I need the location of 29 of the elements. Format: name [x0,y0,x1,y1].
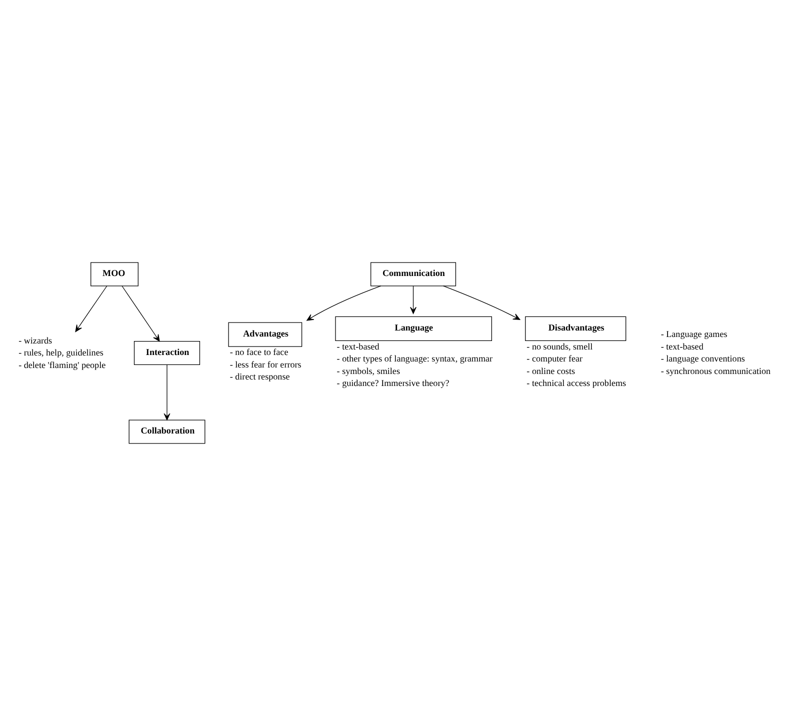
node-label: - less fear for errors [230,359,302,370]
node-label: - guidance? Immersive theory? [336,378,450,388]
label: - text-based [660,341,704,352]
arrow [164,364,170,420]
node-label: - no face to face [230,347,288,358]
arrow [75,286,108,332]
arrow [443,286,520,320]
node-text: - wizards - rules, help, guidelines - delete 'flaming' people [18,335,106,370]
arrow [122,286,160,342]
node-label: - computer fear [526,354,583,364]
label: - Language games [660,328,728,339]
node-box: Disadvantages [525,316,626,341]
label: - language conventions [660,354,745,364]
node-box: Communication [370,262,456,286]
node-label: - no sounds, smell [526,341,593,352]
arrow [410,286,416,314]
node-box: Advantages [228,322,302,347]
label: - synchronous communication [660,366,771,376]
node-label: - technical access problems [526,378,626,388]
node-label: - direct response [230,372,290,382]
arrow [306,286,382,321]
node-label: - symbols, smiles [336,366,400,376]
node-box: MOO [90,262,138,286]
node-box: Interaction [134,341,200,365]
node-label: - text-based [336,341,380,352]
node-label: - online costs [526,366,576,376]
node-box: Language [335,316,492,341]
node-label: - other types of language: syntax, grammar [336,354,493,364]
node-box: Collaboration [128,420,206,444]
